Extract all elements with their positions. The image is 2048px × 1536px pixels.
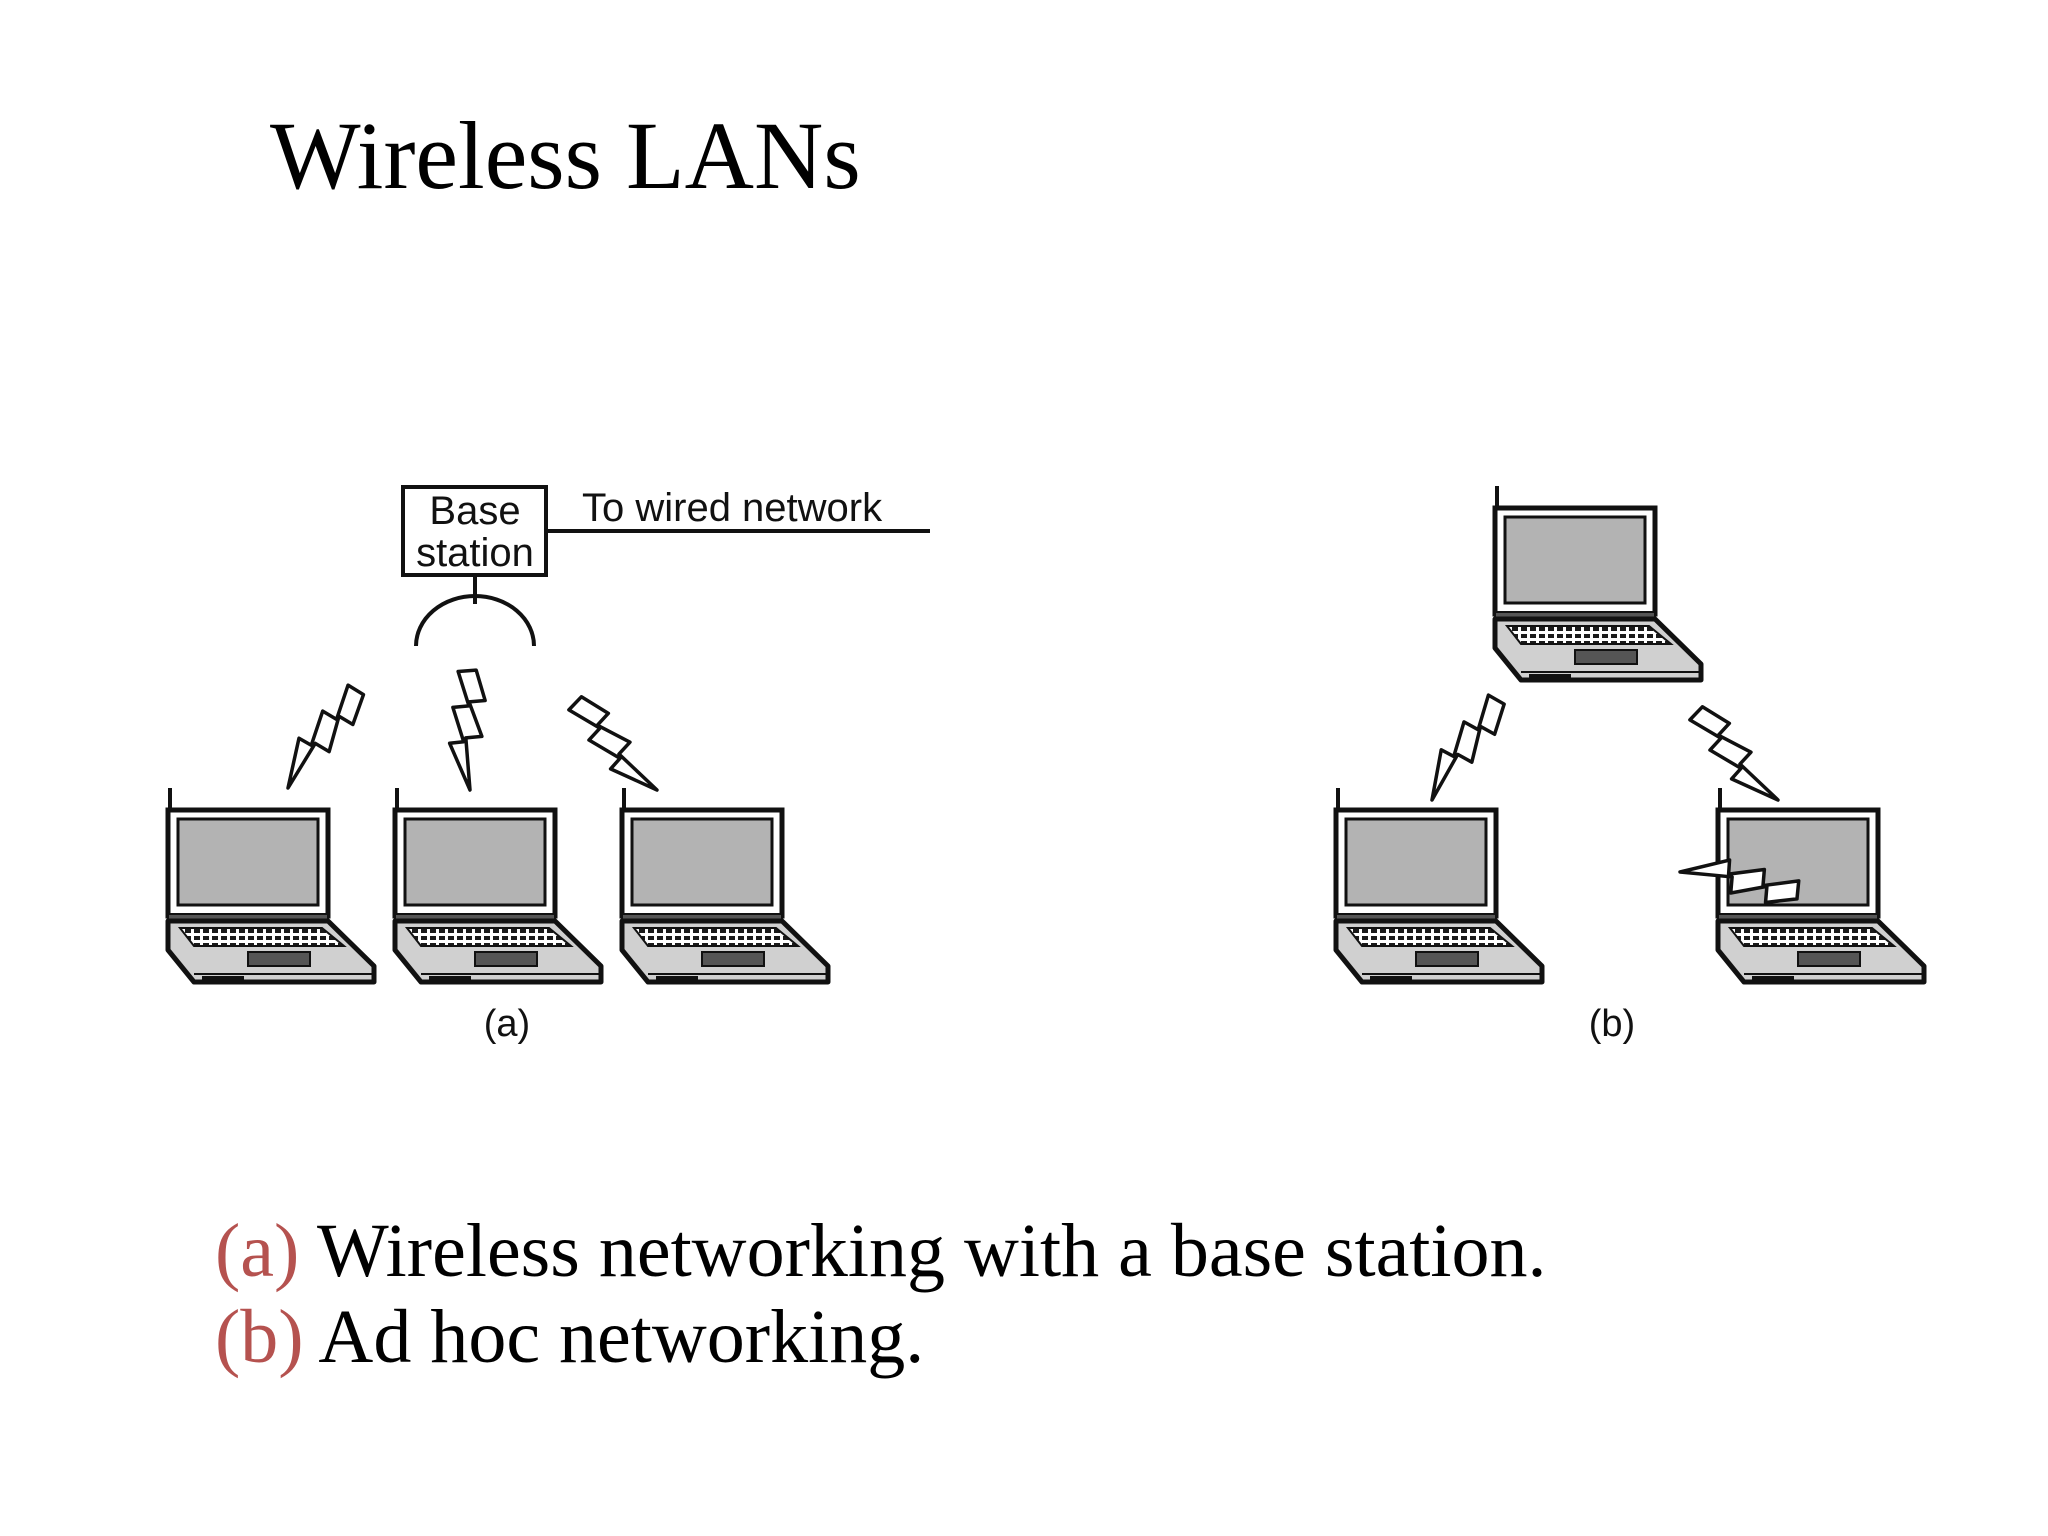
panel-b-label: (b) xyxy=(1589,1003,1635,1045)
base-station-label: Base xyxy=(429,489,520,533)
caption-marker-a: (a) xyxy=(215,1209,300,1293)
laptop-icon xyxy=(168,788,374,982)
caption-marker-b: (b) xyxy=(215,1295,304,1379)
panel-a: Base station To wired network (a) xyxy=(168,485,930,1045)
caption-text-b: Ad hoc networking. xyxy=(303,1295,925,1379)
laptop-icon xyxy=(622,788,828,982)
caption-text-a: Wireless networking with a base station. xyxy=(299,1209,1547,1293)
caption-line-a: (a) Wireless networking with a base stat… xyxy=(215,1208,1547,1294)
panel-a-label: (a) xyxy=(484,1003,530,1045)
lightning-bolt-icon xyxy=(1412,688,1514,809)
laptop-icon xyxy=(1336,788,1542,982)
lightning-bolt-icon xyxy=(446,667,488,793)
base-station-icon xyxy=(401,485,548,647)
lightning-bolt-icon xyxy=(268,678,374,798)
caption-line-b: (b) Ad hoc networking. xyxy=(215,1294,1547,1380)
wired-network-label: To wired network xyxy=(582,486,883,530)
slide-title: Wireless LANs xyxy=(270,102,861,209)
lightning-bolt-icon xyxy=(561,688,668,806)
panel-b: (b) xyxy=(1336,486,1924,1045)
base-station-label: station xyxy=(416,531,534,575)
laptop-icon xyxy=(395,788,601,982)
laptop-icon xyxy=(1495,486,1701,680)
lightning-bolt-icon xyxy=(1682,698,1789,816)
figure-caption: (a) Wireless networking with a base stat… xyxy=(215,1208,1547,1380)
